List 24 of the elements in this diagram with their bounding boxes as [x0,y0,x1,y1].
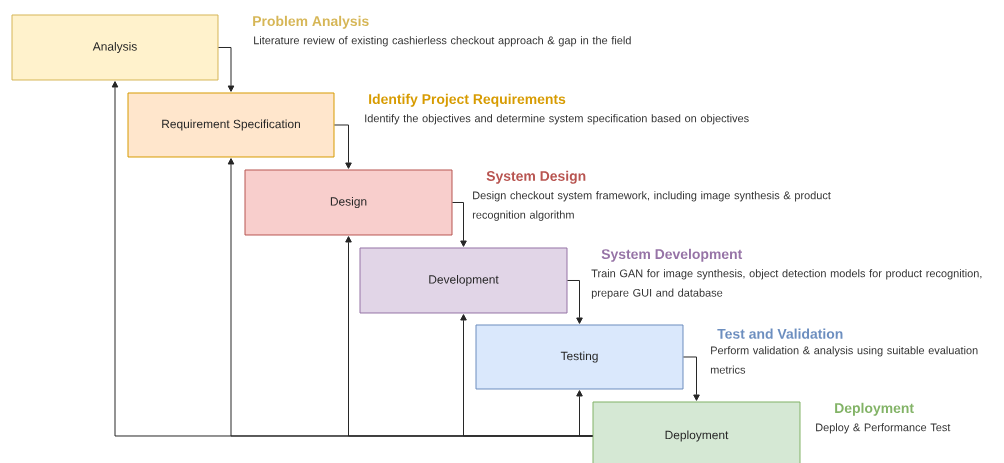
process-box: Requirement Specification [127,92,335,158]
arrow [567,280,583,324]
step-description: Design checkout system framework, including image synthesis & product recognition algorithm [472,191,831,221]
step-heading: Identify Project Requirements [369,93,566,107]
step-heading: Deployment [835,402,914,416]
process-box: Analysis [11,14,219,81]
process-box: Deployment [592,401,801,463]
arrow [683,356,700,401]
step-heading: Test and Validation [717,328,843,339]
step-description: Deploy & Performance Test [816,423,951,434]
arrow [452,202,467,247]
step-heading: Problem Analysis [253,15,369,29]
process-box: Design [244,169,453,236]
process-box: Testing [475,324,684,390]
step-description: Literature review of existing cashierless checkout approach & gap in the field [254,36,631,47]
step-heading: System Design [486,170,586,184]
process-box: Development [359,247,568,314]
step-description: Identify the objectives and determine system specification based on objectives [365,114,749,125]
step-heading: System Development [601,248,743,262]
arrow [334,124,352,169]
step-description: Perform validation & analysis using suitable evaluation metrics [710,346,978,374]
arrow [111,81,593,437]
arrow [218,47,235,92]
step-description: Train GAN for image synthesis, object detection models for product recognition, prepare GUI and database [591,269,982,299]
